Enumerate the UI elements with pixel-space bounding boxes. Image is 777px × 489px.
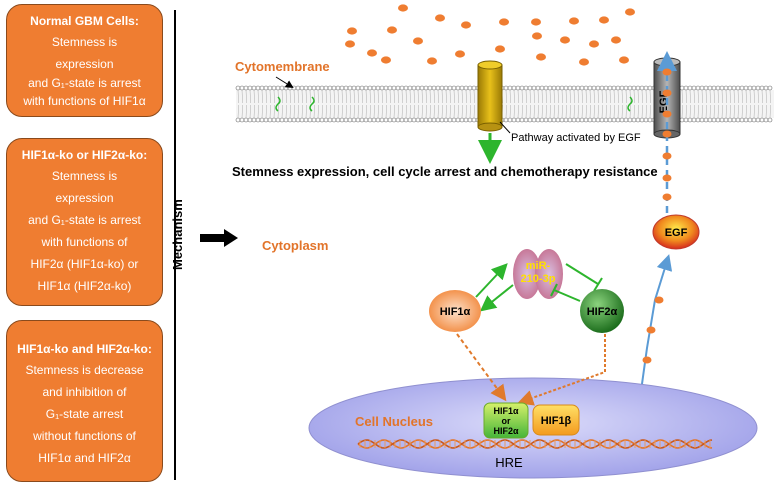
panel-line: Stemness is bbox=[51, 169, 118, 183]
hif2a-inhibits-mirna bbox=[553, 289, 581, 302]
mirna-inhibits-hif2a bbox=[565, 263, 599, 285]
stemness-label: Stemness expression, cell cycle arrest a… bbox=[232, 164, 658, 179]
mechanism-arrow-icon bbox=[200, 229, 238, 247]
cytomembrane-pointer bbox=[275, 76, 294, 89]
hif2a-node bbox=[580, 289, 624, 333]
divider-line bbox=[174, 10, 176, 480]
panel-line: G₁-state arrest bbox=[45, 407, 124, 421]
complex-label-line2: or bbox=[502, 416, 511, 426]
hif1b-label: HIF1β bbox=[541, 415, 572, 427]
egf-oval bbox=[652, 214, 700, 250]
panel-line: and inhibition of bbox=[42, 385, 127, 399]
pathway-receptor bbox=[477, 60, 503, 132]
cytomembrane-label: Cytomembrane bbox=[235, 59, 330, 74]
panel-line: with functions of HIF1α bbox=[23, 94, 146, 108]
mirna-label-line2: 210-3p bbox=[521, 273, 556, 285]
hif-alpha-complex bbox=[483, 402, 529, 439]
pathway-leader-line bbox=[499, 121, 511, 134]
cell-membrane bbox=[235, 85, 774, 123]
inhibit-bar-icon bbox=[550, 283, 558, 297]
pathway-label: Pathway activated by EGF bbox=[511, 132, 641, 144]
panel-single-ko: HIF1α-ko or HIF2α-ko: Stemness is expres… bbox=[6, 138, 163, 306]
complex-label-line1: HIF1α bbox=[493, 406, 519, 416]
panel-line: and G₁-state is arrest bbox=[28, 76, 141, 90]
panel-line: HIF2α (HIF1α-ko) or bbox=[30, 257, 139, 271]
mirna-to-hif1a-arrow bbox=[479, 284, 514, 312]
panel-line: HIF1α and HIF2α bbox=[38, 451, 131, 465]
hif1a-to-mirna-arrow bbox=[475, 263, 508, 298]
cytoplasm-label: Cytoplasm bbox=[262, 238, 328, 253]
hif2a-to-complex-arrow bbox=[517, 334, 606, 406]
panel-line: without functions of bbox=[33, 429, 136, 443]
inhibit-bar-icon bbox=[593, 277, 603, 292]
dna-helix bbox=[357, 439, 713, 449]
hif1a-node bbox=[429, 290, 481, 332]
panel-double-ko: HIF1α-ko and HIF2α-ko: Stemness is decre… bbox=[6, 320, 163, 482]
mirna-node: miR- 210-3p bbox=[513, 249, 563, 299]
mirna-label-line1: miR- bbox=[526, 260, 551, 272]
panel-line: Stemness is decrease bbox=[25, 363, 144, 377]
panel-title: Normal GBM Cells: bbox=[30, 14, 139, 28]
hif1a-label: HIF1α bbox=[440, 306, 471, 318]
complex-label-line3: HIF2α bbox=[493, 426, 519, 436]
panel-title: HIF1α-ko and HIF2α-ko: bbox=[17, 342, 152, 356]
nucleus-label: Cell Nucleus bbox=[355, 414, 433, 429]
panel-line: with functions of bbox=[41, 235, 128, 249]
panel-title: HIF1α-ko or HIF2α-ko: bbox=[21, 148, 148, 162]
egf-ligand-dots bbox=[345, 4, 635, 66]
panel-normal-gbm: Normal GBM Cells: Stemness is expression… bbox=[6, 4, 163, 117]
hif1b-node bbox=[532, 404, 580, 436]
hif2a-label: HIF2α bbox=[587, 306, 618, 318]
panel-line: expression bbox=[55, 57, 114, 71]
hif1a-to-complex-arrow bbox=[456, 333, 507, 402]
hre-label: HRE bbox=[495, 455, 523, 470]
panel-line: HIF1α (HIF2α-ko) bbox=[37, 279, 132, 293]
egf-label: EGF bbox=[665, 227, 688, 239]
panel-line: expression bbox=[55, 191, 114, 205]
panel-line: and G₁-state is arrest bbox=[28, 213, 141, 227]
panel-line: Stemness is bbox=[51, 35, 118, 49]
